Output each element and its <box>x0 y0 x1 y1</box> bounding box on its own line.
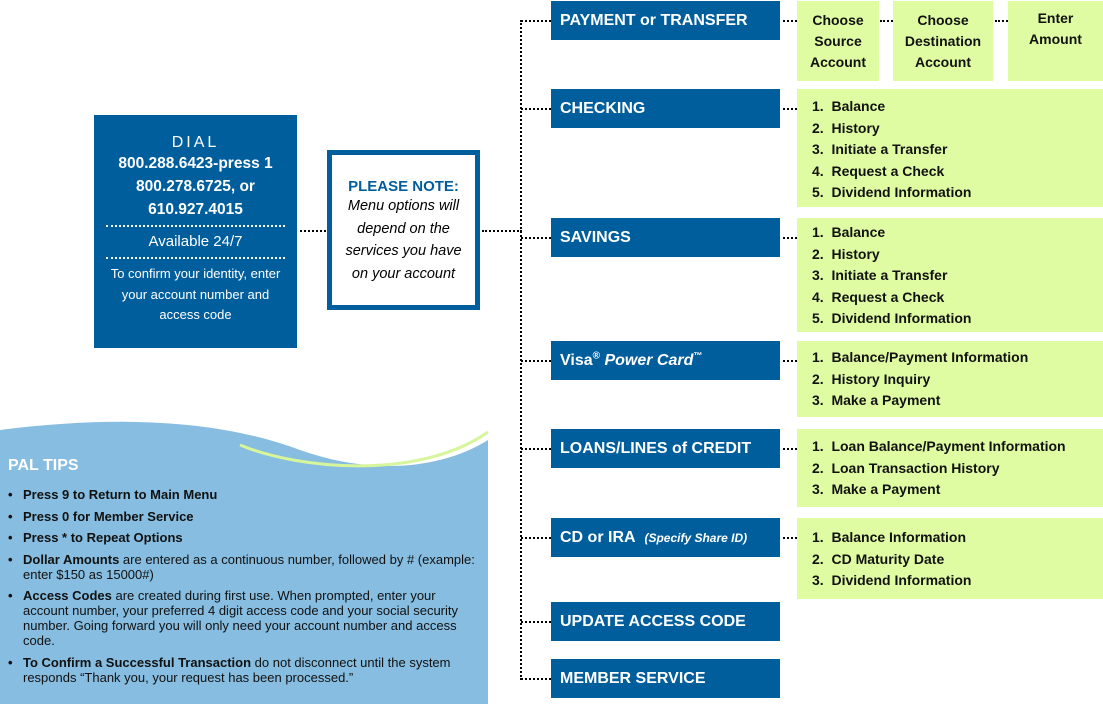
tip-strong: Dollar Amounts <box>23 551 120 567</box>
visa-options: 1. Balance/Payment Information 2. Histor… <box>797 341 1103 417</box>
tip-item: Press * to Repeat Options <box>8 530 478 545</box>
menu-member-service: MEMBER SERVICE <box>551 659 780 698</box>
connector-trunk <box>520 20 522 680</box>
list-item: 3. Initiate a Transfer <box>812 267 948 283</box>
step-choose-destination: Choose Destination Account <box>893 1 993 81</box>
tip-item: Press 9 to Return to Main Menu <box>8 487 478 502</box>
list-item: 3. Dividend Information <box>812 572 972 588</box>
availability: Available 24/7 <box>148 233 243 250</box>
list-item: 3. Make a Payment <box>812 392 941 408</box>
list-item: 4. Request a Check <box>812 288 945 305</box>
connector <box>783 108 797 110</box>
list-item: 1. Balance Information <box>812 529 967 545</box>
menu-cd-ira: CD or IRA (Specify Share ID) <box>551 518 780 557</box>
phone-number: 800.278.6725, or <box>136 178 255 195</box>
tip-text: are created during first use. When promp… <box>23 588 459 648</box>
menu-checking: CHECKING <box>551 89 780 128</box>
tips-title: PAL TIPS <box>8 457 79 474</box>
connector <box>521 20 551 22</box>
connector <box>300 230 326 232</box>
loans-options: 1. Loan Balance/Payment Information 2. L… <box>797 429 1103 507</box>
tip-strong: Press 9 to Return to Main Menu <box>23 487 218 502</box>
list-item: 2. CD Maturity Date <box>812 550 945 567</box>
phone-number: 610.927.4015 <box>148 201 243 218</box>
cd-label: CD or IRA <box>560 529 636 546</box>
divider <box>106 257 285 259</box>
tip-item: Press 0 for Member Service <box>8 509 478 524</box>
savings-options: 1. Balance 2. History 3. Initiate a Tran… <box>797 218 1103 332</box>
connector <box>521 537 551 539</box>
list-item: 1. Balance <box>812 98 886 114</box>
connector <box>482 230 522 232</box>
tip-item: Dollar Amounts are entered as a continuo… <box>8 552 478 582</box>
cd-options: 1. Balance Information 2. CD Maturity Da… <box>797 518 1103 599</box>
list-item: 2. History Inquiry <box>812 370 931 387</box>
tip-text: do not disconnect until the system respo… <box>23 654 451 685</box>
registered-mark: ® <box>592 350 600 362</box>
note-body: Menu options will depend on the services… <box>345 198 462 282</box>
menu-loans: LOANS/LINES of CREDIT <box>551 429 780 468</box>
tip-text: are entered as a continuous number, foll… <box>23 551 475 582</box>
visa-label: Visa <box>560 352 593 369</box>
connector <box>521 108 551 110</box>
connector <box>995 20 1008 22</box>
menu-savings: SAVINGS <box>551 218 780 257</box>
list-item: 1. Loan Balance/Payment Information <box>812 438 1066 454</box>
menu-update-access-code: UPDATE ACCESS CODE <box>551 602 780 641</box>
tip-item: Access Codes are created during first us… <box>8 588 478 648</box>
connector <box>783 537 797 539</box>
list-item: 2. History <box>812 119 880 136</box>
power-card-label: Power Card <box>604 352 694 369</box>
menu-visa-power-card: Visa® Power Card™ <box>551 341 780 380</box>
divider <box>106 225 285 227</box>
connector <box>783 360 797 362</box>
tip-strong: To Confirm a Successful Transaction <box>23 654 252 670</box>
pal-tips: PAL TIPS Press 9 to Return to Main Menu … <box>8 457 478 691</box>
list-item: 2. History <box>812 245 880 262</box>
step-choose-source: Choose Source Account <box>797 1 879 81</box>
dial-title: DIAL <box>171 134 220 151</box>
phone-number: 800.288.6423-press 1 <box>118 155 273 172</box>
list-item: 1. Balance <box>812 224 886 240</box>
identity-instructions: To confirm your identity, enter your acc… <box>110 266 281 322</box>
dial-box: DIAL 800.288.6423-press 1 800.278.6725, … <box>94 115 297 348</box>
list-item: 4. Request a Check <box>812 162 945 179</box>
tip-strong: Press 0 for Member Service <box>23 508 194 524</box>
tip-strong: Access Codes <box>23 588 112 603</box>
connector <box>521 678 551 680</box>
list-item: 1. Balance/Payment Information <box>812 349 1029 365</box>
list-item: 2. Loan Transaction History <box>812 459 1000 476</box>
list-item: 3. Make a Payment <box>812 481 941 497</box>
connector <box>783 448 797 450</box>
list-item: 5. Dividend Information <box>812 310 972 326</box>
connector <box>521 621 551 623</box>
connector <box>783 237 797 239</box>
connector <box>783 20 797 22</box>
note-box: PLEASE NOTE: Menu options will depend on… <box>327 150 480 310</box>
list-item: 3. Initiate a Transfer <box>812 141 948 157</box>
checking-options: 1. Balance 2. History 3. Initiate a Tran… <box>797 89 1103 207</box>
connector <box>521 360 551 362</box>
step-enter-amount: Enter Amount <box>1008 1 1103 81</box>
tip-item: To Confirm a Successful Transaction do n… <box>8 655 478 685</box>
tip-strong: Press * to Repeat Options <box>23 530 183 545</box>
menu-payment-transfer: PAYMENT or TRANSFER <box>551 1 780 40</box>
connector <box>521 237 551 239</box>
connector <box>880 20 893 22</box>
cd-note: (Specify Share ID) <box>644 531 748 545</box>
trademark: ™ <box>693 350 703 361</box>
note-heading: PLEASE NOTE: <box>348 178 459 195</box>
list-item: 5. Dividend Information <box>812 184 972 200</box>
connector <box>521 448 551 450</box>
